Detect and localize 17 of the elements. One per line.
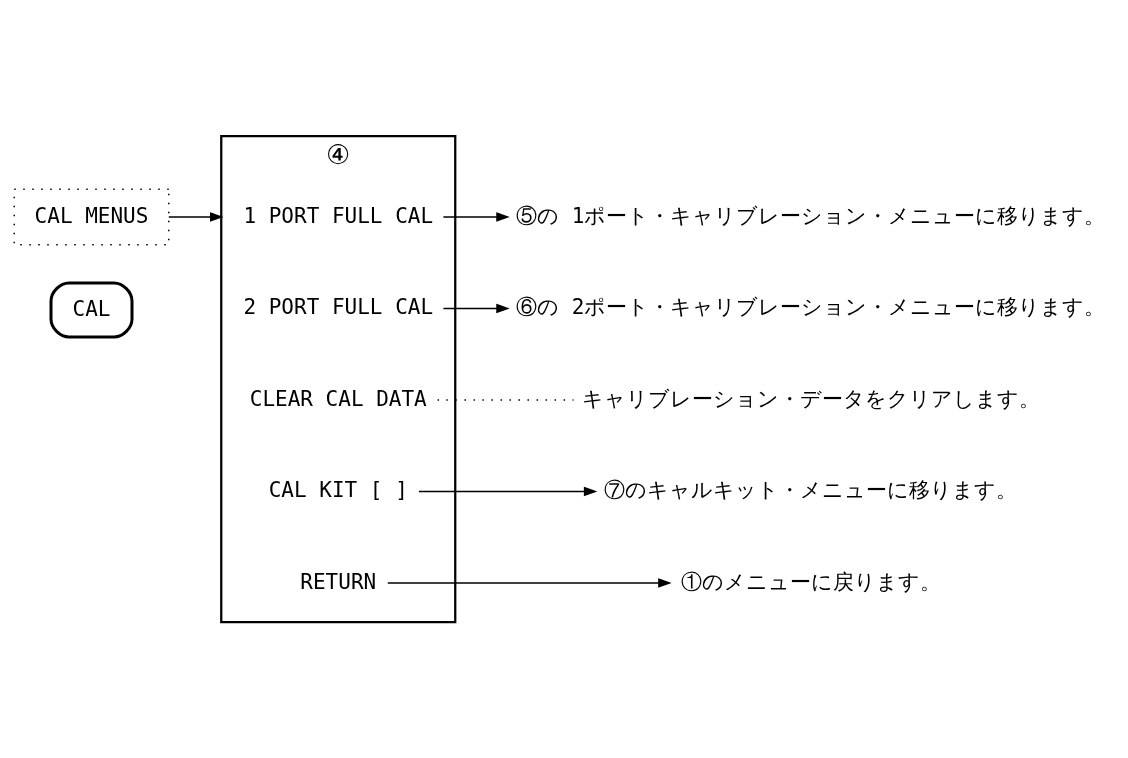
arrow xyxy=(442,212,510,222)
arrow xyxy=(442,303,510,314)
arrow xyxy=(387,578,672,588)
node-text: 1 PORT FULL CAL xyxy=(243,203,434,228)
node-text: 2 PORT FULL CAL xyxy=(243,295,434,320)
arrow xyxy=(418,486,598,497)
arrow xyxy=(168,212,224,222)
node-text: ①のメニューに戻ります。 xyxy=(680,569,941,594)
node-text: キャリブレーション・データをクリアします。 xyxy=(581,386,1040,411)
node-text: CAL KIT [ ] xyxy=(268,478,408,503)
node-text: CLEAR CAL DATA xyxy=(249,386,427,411)
node-text: RETURN xyxy=(300,569,377,594)
node-box: CAL MENUS xyxy=(13,188,170,246)
node-text: ⑤の 1ポート・キャリブレーション・メニューに移ります。 xyxy=(516,203,1106,228)
node-text: ⑥の 2ポート・キャリブレーション・メニューに移ります。 xyxy=(516,295,1106,320)
node-box: CAL xyxy=(49,281,134,339)
node-text: ⑦のキャルキット・メニューに移ります。 xyxy=(604,478,1018,503)
